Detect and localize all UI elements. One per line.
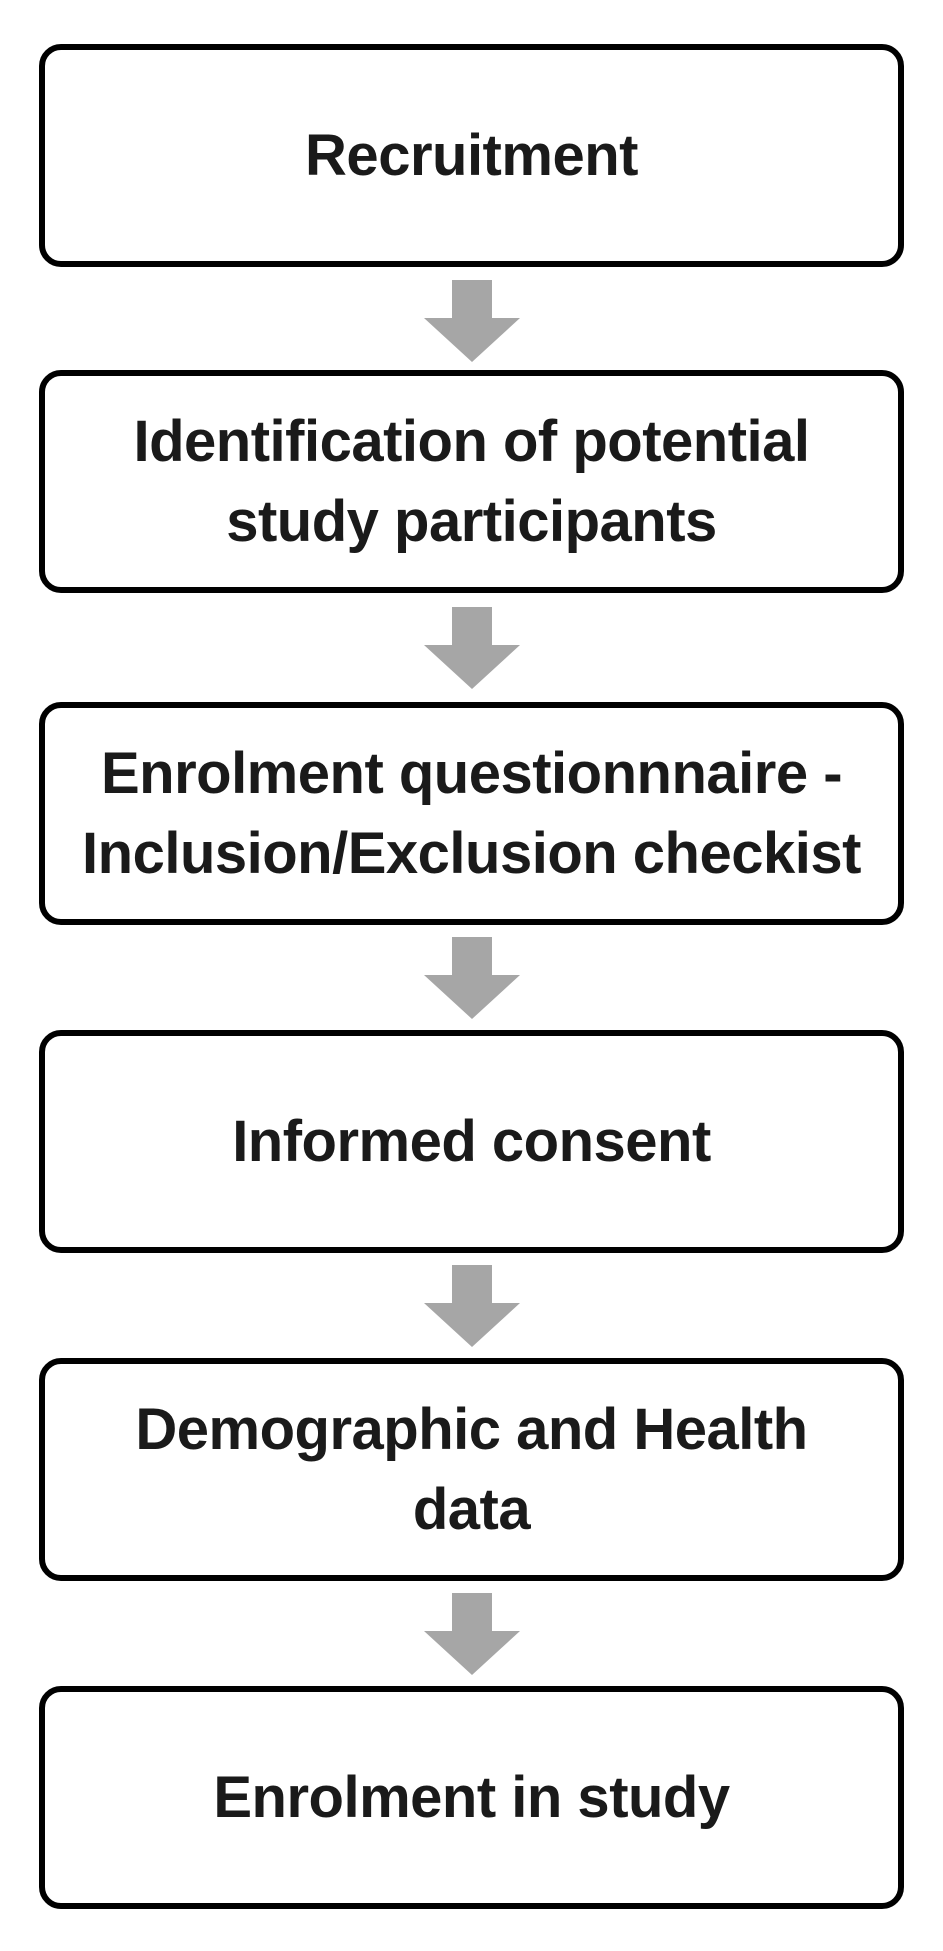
step-label: Demographic and Health data (135, 1396, 808, 1542)
step-label: Enrolment in study (213, 1764, 730, 1830)
down-arrow-icon (424, 937, 520, 1019)
down-arrow-icon (424, 1265, 520, 1347)
down-arrow-icon (424, 607, 520, 689)
step-label: Informed consent (232, 1108, 711, 1174)
step-box-identification: Identification of potential study partic… (39, 370, 904, 593)
step-box-demographic-health: Demographic and Health data (39, 1358, 904, 1581)
step-box-enrolment-in-study: Enrolment in study (39, 1686, 904, 1909)
step-box-recruitment: Recruitment (39, 44, 904, 267)
step-box-informed-consent: Informed consent (39, 1030, 904, 1253)
down-arrow-icon (424, 280, 520, 362)
step-label: Recruitment (305, 122, 638, 188)
step-label: Enrolment questionnnaire - Inclusion/Exc… (82, 740, 861, 886)
step-box-enrolment-questionnaire: Enrolment questionnnaire - Inclusion/Exc… (39, 702, 904, 925)
step-label: Identification of potential study partic… (133, 408, 810, 554)
down-arrow-icon (424, 1593, 520, 1675)
